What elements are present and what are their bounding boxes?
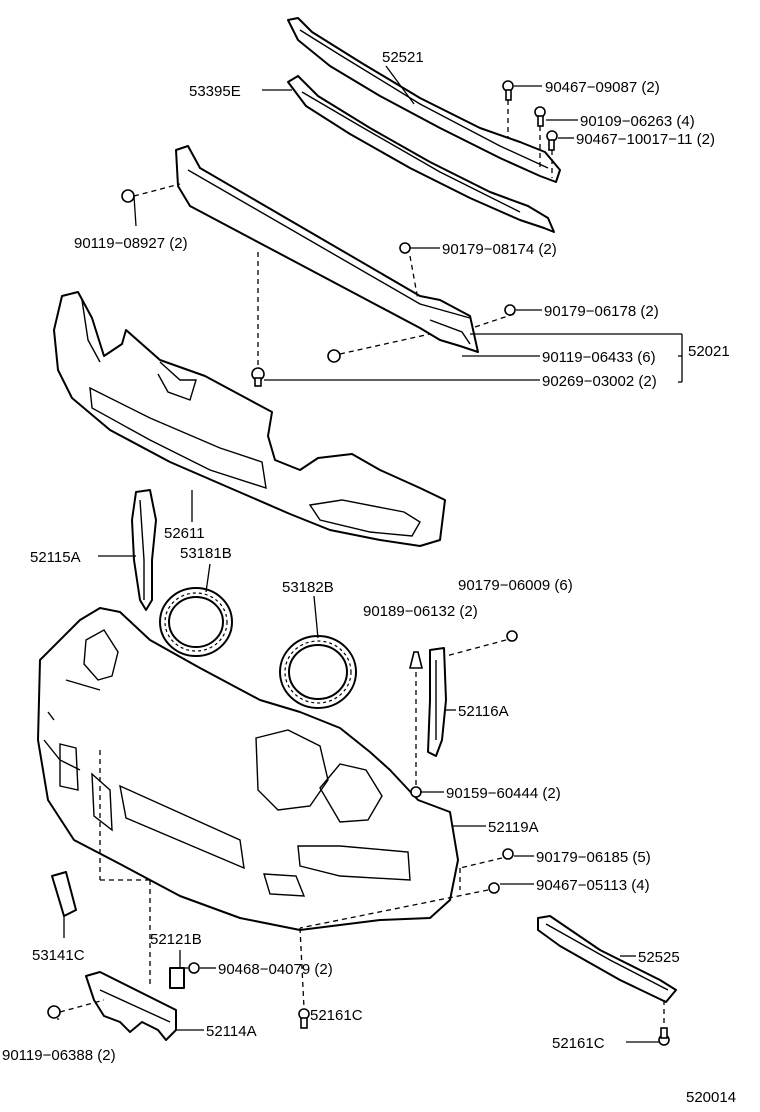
label-52521: 52521 xyxy=(382,49,424,66)
fasteners xyxy=(47,80,670,1046)
label-53395E: 53395E xyxy=(189,83,241,100)
bracket-52114A xyxy=(85,971,177,1041)
label-90109-06263: 90109−06263 (4) xyxy=(580,113,695,130)
label-90189-06132: 90189−06132 (2) xyxy=(363,603,478,620)
figure-code: 520014 xyxy=(686,1089,736,1106)
reinforcement-52525 xyxy=(537,915,677,1003)
bumper-cover-52119A xyxy=(37,607,459,931)
label-52121B: 52121B xyxy=(150,931,202,948)
label-52021: 52021 xyxy=(688,343,730,360)
label-53181B: 53181B xyxy=(180,545,232,562)
label-90119-06388: 90119−06388 (2) xyxy=(2,1047,116,1064)
bumper-reinforcement xyxy=(175,145,479,353)
label-90159-60444: 90159−60444 (2) xyxy=(446,785,561,802)
label-52119A: 52119A xyxy=(488,819,539,836)
label-52115A: 52115A xyxy=(30,549,81,566)
label-52116A: 52116A xyxy=(458,703,509,720)
label-90467-10017-11: 90467−10017−11 (2) xyxy=(576,131,715,148)
leader-lines xyxy=(57,65,683,1043)
bracket-52116A xyxy=(427,647,447,757)
label-90468-04079: 90468−04079 (2) xyxy=(218,961,333,978)
label-90179-06009: 90179−06009 (6) xyxy=(458,577,573,594)
label-52161C-b: 52161C xyxy=(552,1035,605,1052)
label-90119-06433: 90119−06433 (6) xyxy=(542,349,656,366)
label-53182B: 53182B xyxy=(282,579,334,596)
label-52161C-a: 52161C xyxy=(310,1007,363,1024)
label-90179-08174: 90179−08174 (2) xyxy=(442,241,557,258)
label-90179-06185: 90179−06185 (5) xyxy=(536,849,651,866)
label-52611: 52611 xyxy=(164,525,205,542)
label-90179-06178: 90179−06178 (2) xyxy=(544,303,659,320)
label-90467-09087: 90467−09087 (2) xyxy=(545,79,660,96)
energy-absorber-52611 xyxy=(53,291,446,547)
label-52525: 52525 xyxy=(638,949,680,966)
label-52114A: 52114A xyxy=(206,1023,257,1040)
label-53141C: 53141C xyxy=(32,947,85,964)
retainer-53395E xyxy=(287,75,555,233)
assembly-lines xyxy=(59,100,665,1026)
label-90119-08927: 90119−08927 (2) xyxy=(74,235,188,252)
lamp-ring-53182B xyxy=(279,635,357,709)
label-90269-03002: 90269−03002 (2) xyxy=(542,373,657,390)
part-labels: 52521 53395E 90467−09087 (2) 90109−06263… xyxy=(2,49,736,1106)
seal-53141C xyxy=(51,871,77,917)
label-90467-05113: 90467−05113 (4) xyxy=(536,877,650,894)
bracket-52115A xyxy=(131,489,157,611)
lamp-ring-53181B xyxy=(159,587,233,657)
reinforcement-52521 xyxy=(287,17,561,183)
clip-52121B xyxy=(169,967,185,989)
